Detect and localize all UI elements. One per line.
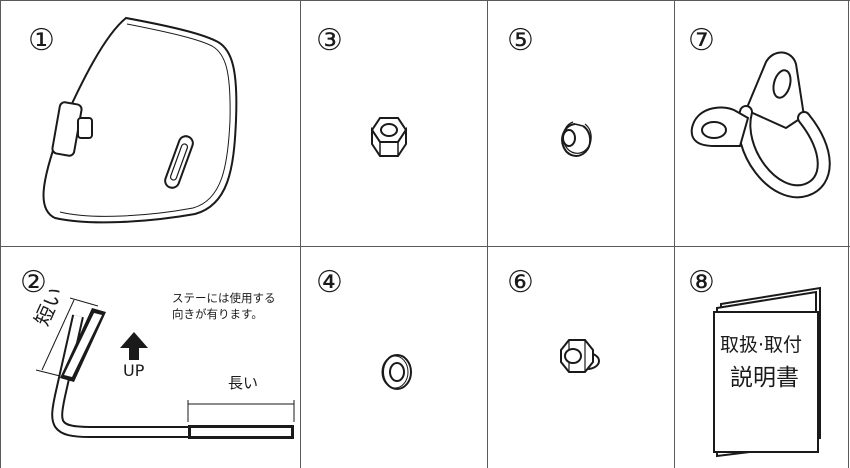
part-cell-2: ② 短い 長い UP ステーには使用する 向きが有ります。 bbox=[0, 246, 300, 468]
part-cell-4: ④ bbox=[300, 246, 487, 468]
windscreen-icon bbox=[42, 16, 238, 224]
grid-col-1-line bbox=[300, 0, 301, 468]
part-cell-3: ③ bbox=[300, 0, 487, 246]
long-label: 長い bbox=[228, 374, 259, 392]
part-number-4: ④ bbox=[316, 265, 343, 300]
grid-left-line bbox=[0, 0, 1, 468]
stay-bracket-icon bbox=[35, 297, 295, 439]
manual-title-line2: 説明書 bbox=[730, 365, 799, 391]
grid-col-2-line bbox=[487, 0, 488, 468]
part-cell-7: ⑦ bbox=[674, 0, 848, 246]
part-cell-8: ⑧ 取扱·取付 説明書 bbox=[674, 246, 848, 468]
part-number-2: ② bbox=[20, 265, 47, 300]
part-number-8: ⑧ bbox=[688, 265, 715, 300]
part-number-6: ⑥ bbox=[507, 265, 534, 300]
part-number-5: ⑤ bbox=[507, 23, 534, 58]
part-cell-1: ① bbox=[0, 0, 300, 246]
grid-top-line bbox=[0, 0, 850, 1]
stay-note-line2: 向きが有ります。 bbox=[172, 307, 263, 321]
part-cell-6: ⑥ bbox=[487, 246, 674, 468]
part-number-1: ① bbox=[28, 23, 55, 58]
manual-title-line1: 取扱·取付 bbox=[720, 334, 803, 356]
spring-washer-icon bbox=[561, 121, 592, 157]
clamp-icon bbox=[690, 51, 831, 199]
grid-middle-line bbox=[0, 246, 850, 247]
stay-note-line1: ステーには使用する bbox=[172, 291, 276, 305]
flat-washer-icon bbox=[381, 354, 412, 390]
flange-nut-icon bbox=[560, 339, 600, 373]
grid-col-3-line bbox=[674, 0, 675, 468]
grid-right-line bbox=[848, 0, 849, 468]
hex-nut-icon bbox=[370, 117, 408, 157]
manual-booklet-icon bbox=[713, 286, 821, 458]
part-number-7: ⑦ bbox=[688, 23, 715, 58]
part-cell-5: ⑤ bbox=[487, 0, 674, 246]
up-arrow-icon bbox=[120, 332, 148, 360]
part-number-3: ③ bbox=[316, 23, 343, 58]
up-label: UP bbox=[123, 361, 145, 380]
